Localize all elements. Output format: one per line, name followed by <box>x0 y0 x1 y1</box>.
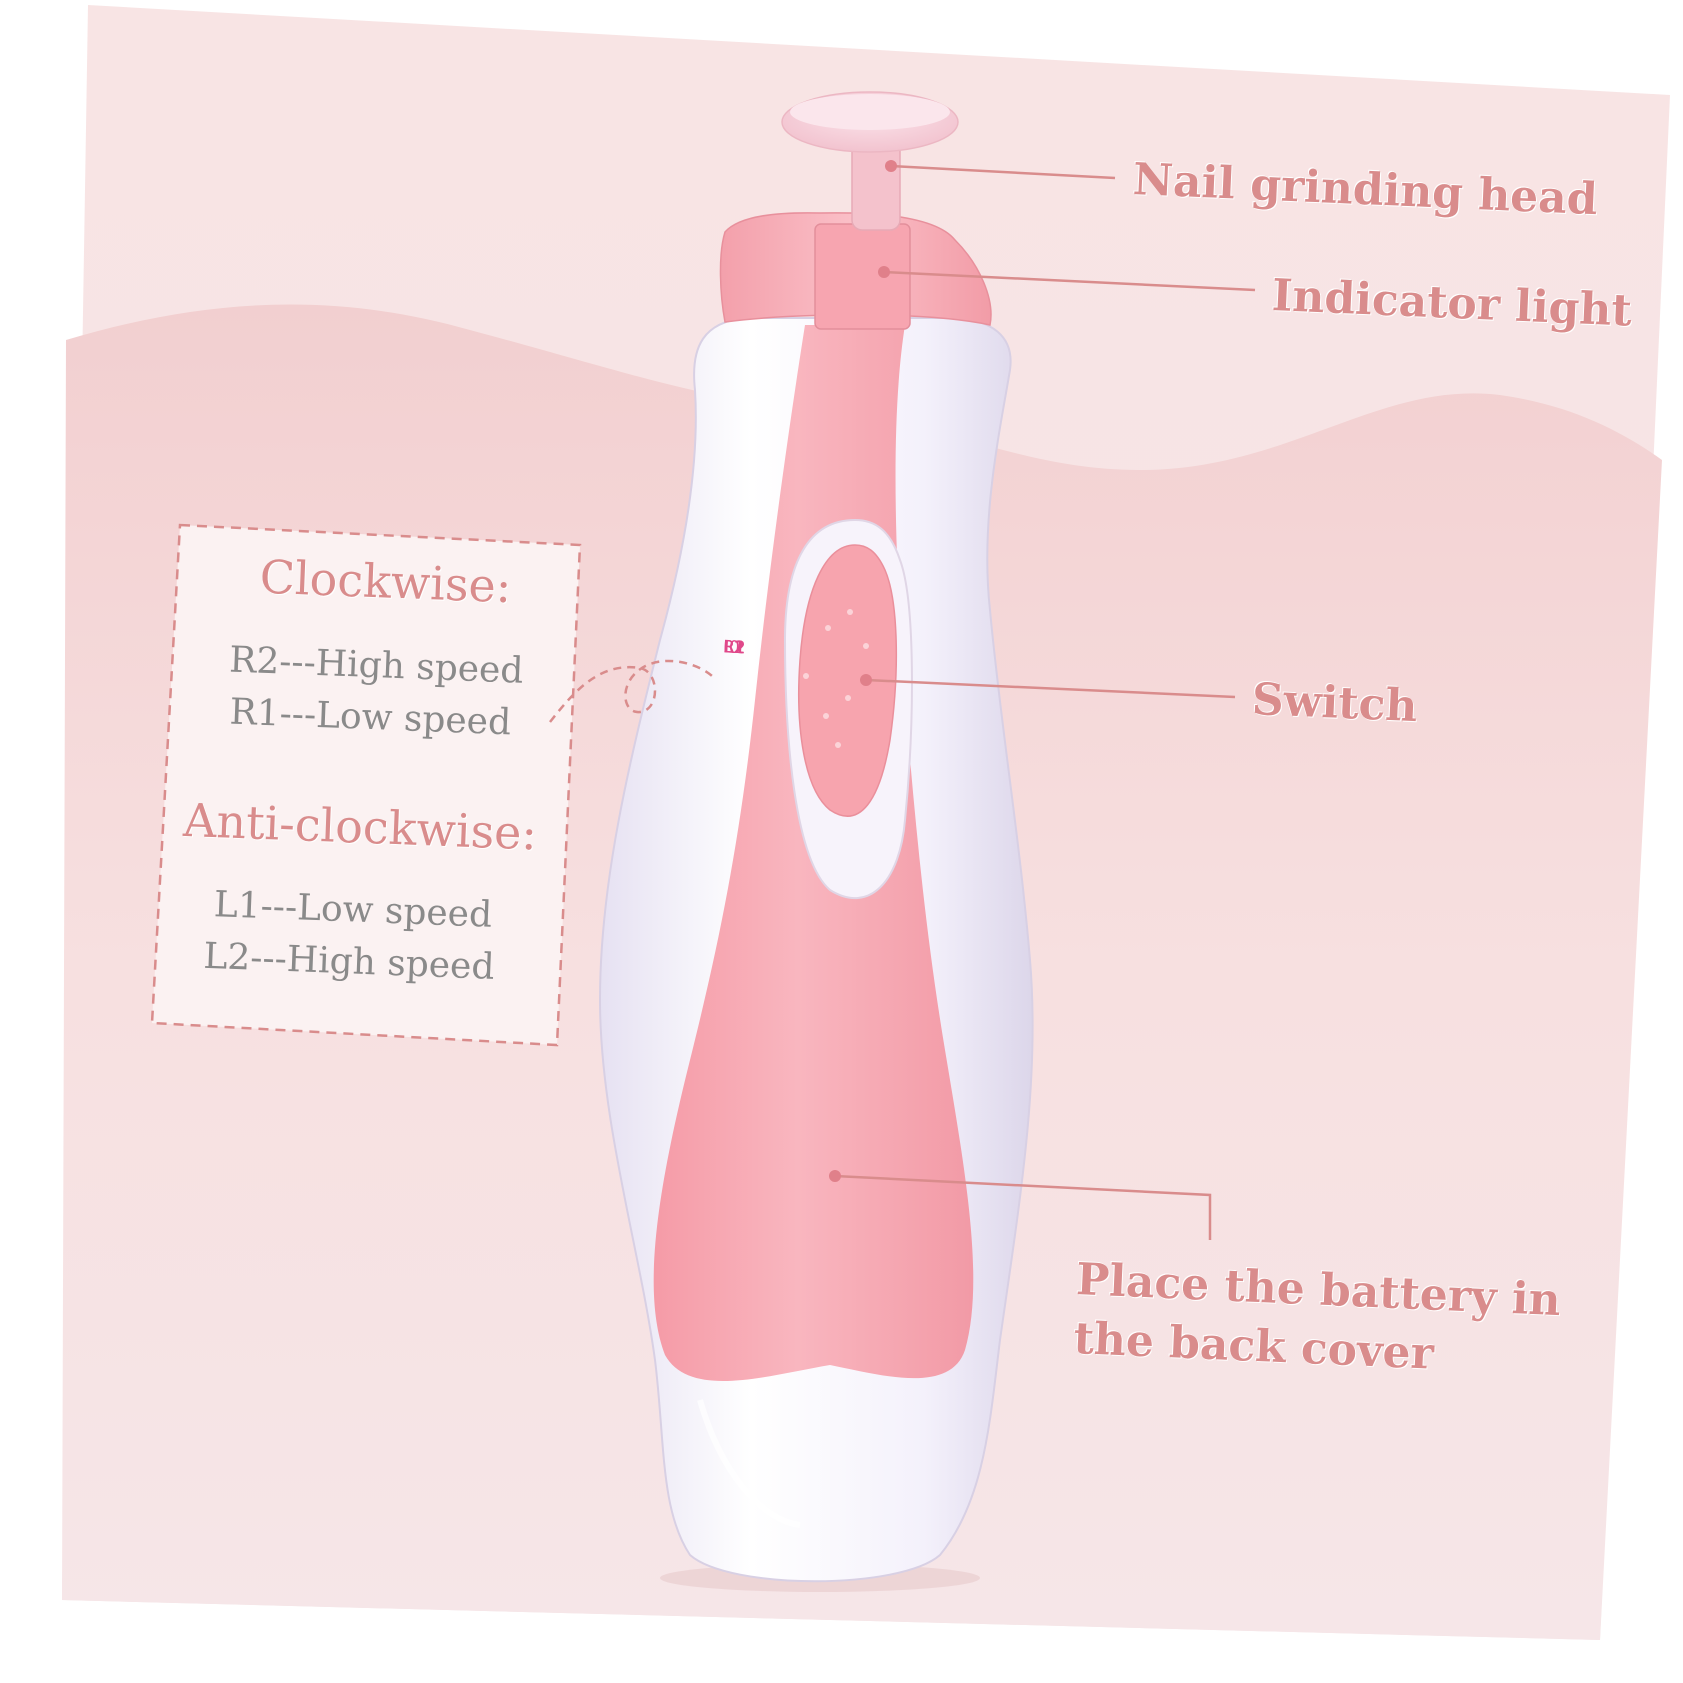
speed-info-box <box>150 523 582 1047</box>
callout-switch: Switch <box>1250 674 1419 733</box>
leader-nail-head <box>890 164 1116 180</box>
leader-dots <box>829 160 897 1182</box>
switch-button <box>798 544 898 817</box>
callout-battery: Place the battery in the back cover <box>1073 1252 1562 1387</box>
leader-battery <box>834 1174 1212 1240</box>
leader-indicator <box>883 270 1256 292</box>
leader-switch <box>865 678 1236 699</box>
indicator-light-window <box>814 223 911 330</box>
swirl-connector <box>549 659 713 723</box>
nail-trimmer-device <box>598 91 1034 1592</box>
dial-label-l2: L2 <box>723 637 745 659</box>
leader-lines <box>834 164 1256 1240</box>
